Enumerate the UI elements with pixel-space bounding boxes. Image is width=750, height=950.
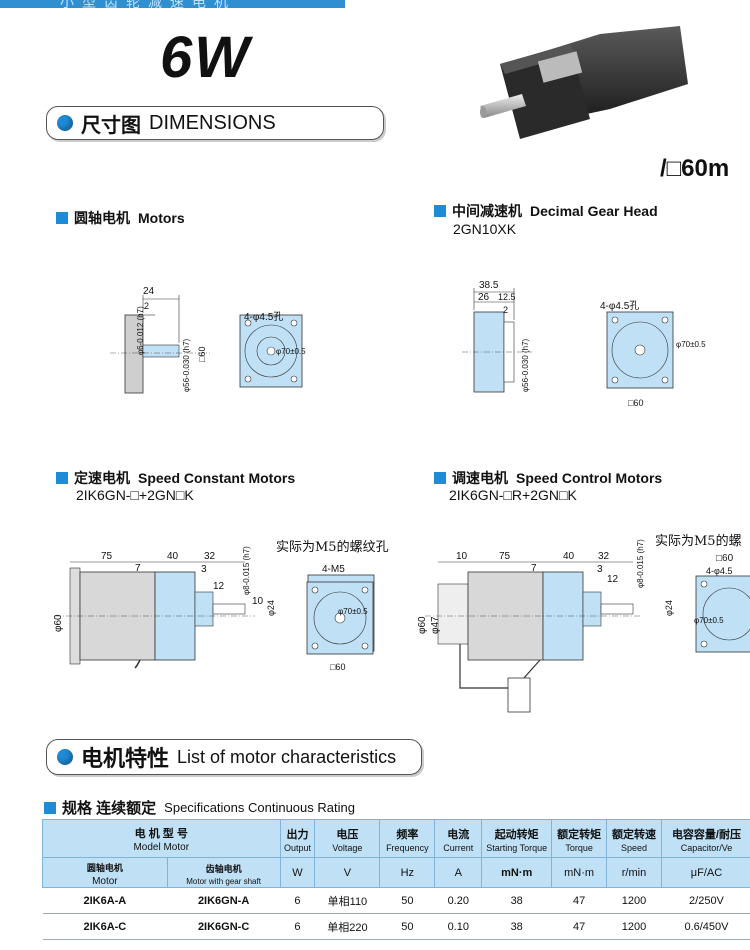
sc-dim-32: 32 bbox=[204, 551, 216, 562]
speed-control-model: 2IK6GN-□R+2GN□K bbox=[449, 487, 577, 503]
gearhead-dim-body: φ56-0.030 (h7) bbox=[521, 338, 530, 392]
motor-dim-pcd: φ70±0.5 bbox=[276, 347, 306, 356]
speed-constant-title-zh: 定速电机 bbox=[74, 470, 130, 486]
sctl-dim-shaft: φ8-0.015 (h7) bbox=[636, 539, 645, 588]
sctl-dim-75: 75 bbox=[499, 551, 511, 562]
sc-dim-m5: 4-M5 bbox=[322, 564, 345, 575]
gearhead-dim-38: 38.5 bbox=[479, 280, 499, 291]
speed-constant-model: 2IK6GN-□+2GN□K bbox=[76, 487, 194, 503]
speed-control-section-title: 调速电机 Speed Control Motors bbox=[434, 468, 662, 488]
motor-dim-square: □60 bbox=[197, 346, 207, 362]
sc-dim-7: 7 bbox=[135, 563, 141, 574]
square-bullet-icon bbox=[44, 801, 56, 814]
sc-dim-40: 40 bbox=[167, 551, 179, 562]
motor-dim-body: φ56-0.030 (h7) bbox=[182, 338, 191, 392]
dimensions-header: 尺寸图 DIMENSIONS bbox=[46, 106, 384, 140]
gearhead-dim-pcd: φ70±0.5 bbox=[676, 340, 706, 349]
characteristics-title-zh: 电机特性 bbox=[81, 747, 170, 772]
bullet-icon bbox=[57, 115, 73, 131]
gearhead-section-title: 中间减速机 Decimal Gear Head bbox=[434, 201, 658, 221]
sctl-dim-40: 40 bbox=[563, 551, 575, 562]
m5-thread-note-1: 实际为M5的螺纹孔 bbox=[276, 540, 389, 555]
sc-dim-pcd: φ70±0.5 bbox=[338, 607, 368, 616]
sctl-flange-drawing bbox=[695, 575, 750, 653]
round-shaft-motor-drawing bbox=[110, 295, 303, 394]
m5-thread-note-2: 实际为M5的螺 bbox=[655, 534, 742, 549]
dimensions-title-zh: 尺寸图 bbox=[81, 112, 141, 137]
sc-flange-drawing bbox=[306, 581, 374, 655]
sctl-dim-32: 32 bbox=[598, 551, 610, 562]
sc-dim-3: 3 bbox=[201, 564, 207, 575]
spec-title-zh: 规格 连续额定 bbox=[62, 800, 157, 817]
sctl-dim-phi47: φ47 bbox=[430, 616, 441, 634]
speed-constant-title-en: Speed Constant Motors bbox=[138, 470, 296, 486]
sctl-dim-12: 12 bbox=[607, 574, 619, 585]
sctl-dim-10: 10 bbox=[456, 551, 468, 562]
power-rating-title: 6W bbox=[160, 25, 251, 90]
gearhead-dim-12: 12.5 bbox=[498, 292, 516, 302]
gearhead-drawing bbox=[462, 288, 674, 393]
sc-dim-phi60: φ60 bbox=[53, 614, 64, 632]
bullet-icon bbox=[57, 749, 73, 765]
top-banner-text: 小型齿轮减速电机 bbox=[60, 0, 236, 10]
motor-dim-shaft: φ6-0.012 (h7) bbox=[136, 306, 145, 355]
sctl-dim-7: 7 bbox=[531, 563, 537, 574]
speed-control-title-en: Speed Control Motors bbox=[516, 470, 663, 486]
square-bullet-icon bbox=[434, 205, 446, 217]
motor-photo bbox=[480, 26, 688, 139]
square-bullet-icon bbox=[56, 472, 68, 484]
sctl-dim-square: □60 bbox=[716, 553, 734, 564]
square-bullet-icon bbox=[56, 212, 68, 224]
sctl-dim-phi60: φ60 bbox=[417, 616, 428, 634]
sc-dim-10: 10 bbox=[252, 596, 264, 607]
gearhead-model: 2GN10XK bbox=[453, 221, 517, 237]
speed-control-drawing bbox=[425, 561, 640, 713]
sctl-dim-pcd: φ70±0.5 bbox=[694, 616, 724, 625]
dimensions-title-en: DIMENSIONS bbox=[149, 111, 276, 134]
gearhead-title-en: Decimal Gear Head bbox=[530, 203, 658, 219]
sctl-dim-holes: 4-φ4.5 bbox=[706, 566, 733, 576]
spec-title-en: Specifications Continuous Rating bbox=[164, 800, 355, 815]
motors-section-title: 圆轴电机 Motors bbox=[56, 208, 185, 228]
motor-dim-2: 2 bbox=[144, 301, 150, 311]
gearhead-title-zh: 中间减速机 bbox=[452, 203, 522, 219]
frame-size-label: /□60m bbox=[660, 155, 730, 182]
sc-dim-square: □60 bbox=[330, 662, 346, 672]
motor-dim-24: 24 bbox=[143, 286, 155, 297]
spec-section-title: 规格 连续额定 Specifications Continuous Rating bbox=[44, 797, 355, 818]
gearhead-dim-square: □60 bbox=[628, 398, 644, 408]
motor-dim-holes: 4-φ4.5孔 bbox=[244, 312, 284, 323]
gearhead-dim-holes: 4-φ4.5孔 bbox=[600, 301, 640, 312]
sc-dim-12: 12 bbox=[213, 581, 225, 592]
speed-constant-section-title: 定速电机 Speed Constant Motors bbox=[56, 468, 295, 488]
characteristics-header: 电机特性 List of motor characteristics bbox=[46, 739, 422, 775]
sctl-dim-phi24: φ24 bbox=[664, 600, 674, 616]
square-bullet-icon bbox=[434, 472, 446, 484]
sc-dim-75: 75 bbox=[101, 551, 113, 562]
sc-dim-shaft: φ8-0.015 (h7) bbox=[242, 546, 251, 595]
speed-control-title-zh: 调速电机 bbox=[452, 470, 508, 486]
motors-title-zh: 圆轴电机 bbox=[74, 210, 130, 226]
sc-dim-phi24: φ24 bbox=[266, 600, 276, 616]
gearhead-dim-26: 26 bbox=[478, 292, 490, 303]
gearhead-dim-2: 2 bbox=[503, 305, 509, 315]
characteristics-title-en: List of motor characteristics bbox=[177, 746, 397, 767]
sctl-dim-3: 3 bbox=[597, 564, 603, 575]
motors-title-en: Motors bbox=[138, 210, 185, 226]
top-banner: 小型齿轮减速电机 bbox=[0, 0, 345, 10]
